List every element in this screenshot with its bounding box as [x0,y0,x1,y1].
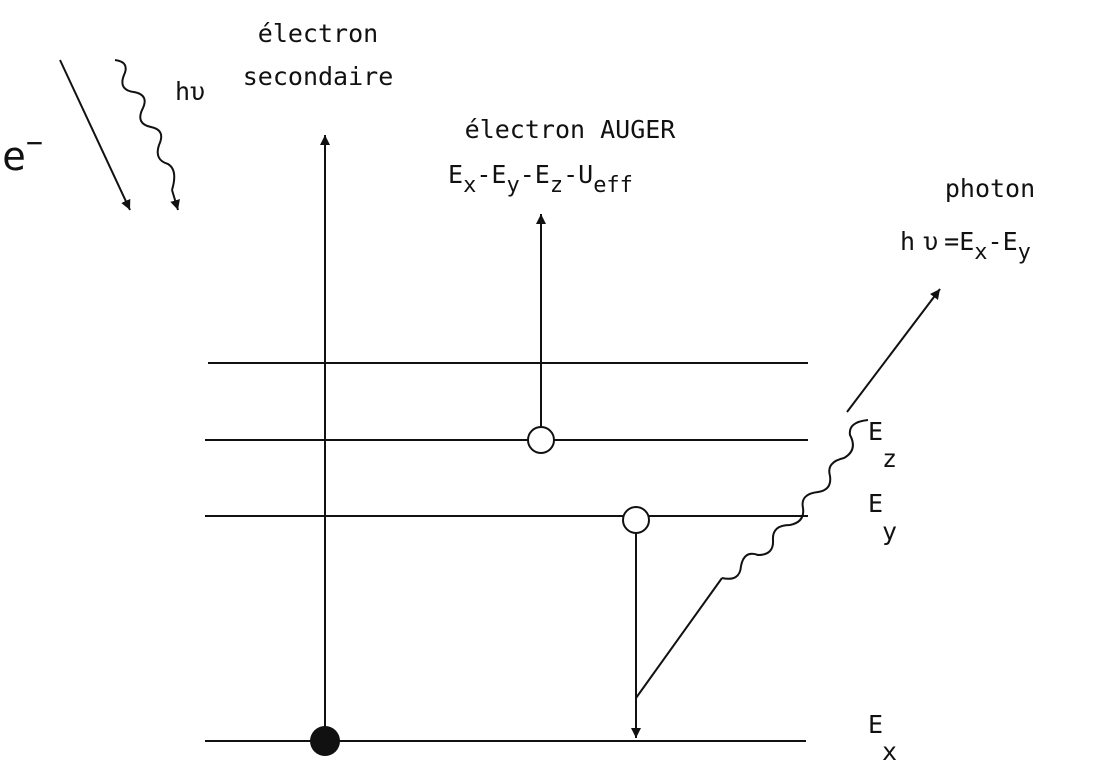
auger-electron-label: électron AUGER [465,115,677,144]
secondary-electron-label: électron [258,19,378,48]
secondary-electron-sublabel: secondaire [243,62,394,91]
level-ey-label: E y [868,489,897,546]
level-ex-label: E x [868,710,897,763]
incident-photon-wavy-icon [114,59,176,191]
svg-text:E: E [868,710,883,739]
svg-text:x: x [882,737,897,763]
svg-text:z: z [882,444,897,473]
auger-energy-formula: Ex-Ey-Ez-Ueff [448,160,633,198]
core-electron-filled-icon [310,726,340,756]
hole-ez-icon [527,426,555,454]
hole-ey-icon [622,506,650,534]
incident-electron-label: e− [2,126,43,180]
photon-emission [635,288,941,699]
svg-text:E: E [868,417,883,446]
photon-label: photon [945,174,1035,203]
svg-text:E: E [868,489,883,518]
incident-electron-arrow [59,59,131,211]
svg-text:y: y [882,517,897,546]
incident-photon-label: hυ [175,77,205,106]
energy-levels [205,362,808,742]
level-ez-label: E z [868,417,897,473]
